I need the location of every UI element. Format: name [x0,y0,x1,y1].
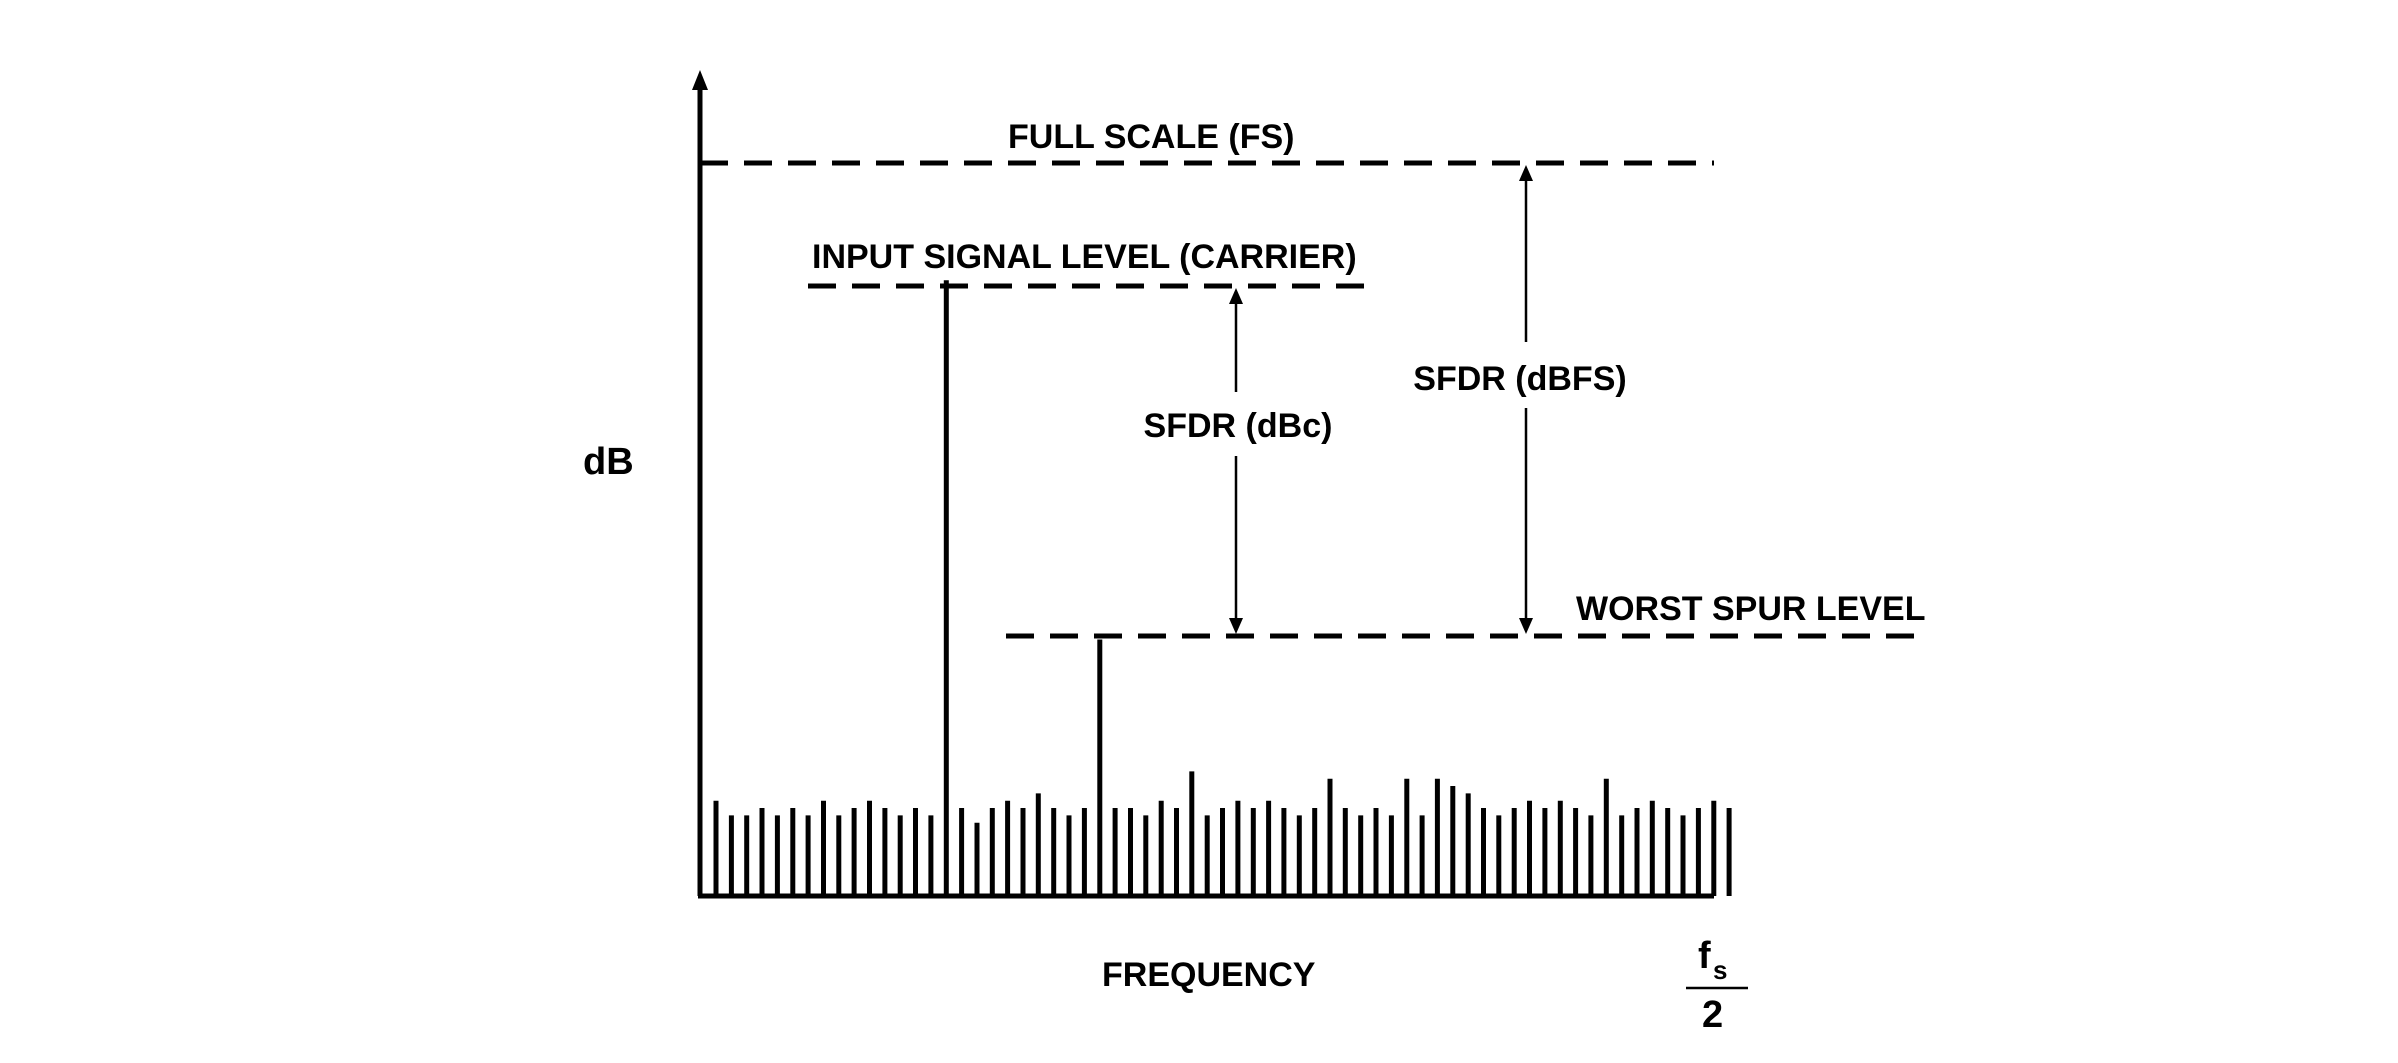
spectrum-lines [713,280,1732,896]
x-axis-label: FREQUENCY [1102,956,1316,994]
worst-spur-label: WORST SPUR LEVEL [1576,590,1925,628]
input-signal-label: INPUT SIGNAL LEVEL (CARRIER) [812,238,1357,276]
sfdr-dbfs-arrow [1519,165,1533,634]
sfdr-dbc-arrowhead-down [1229,618,1243,634]
sfdr-dbfs-label: SFDR (dBFS) [1413,360,1626,398]
full-scale-label: FULL SCALE (FS) [1008,118,1294,156]
nyquist-numerator: f [1698,935,1711,977]
nyquist-denominator: 2 [1702,994,1723,1036]
sfdr-dbfs-arrowhead-up [1519,165,1533,181]
y-axis-arrowhead [692,70,708,90]
y-axis-label: dB [583,441,634,483]
nyquist-subscript: s [1713,955,1727,985]
sfdr-dbc-arrow [1229,288,1243,634]
nyquist-fraction: f s 2 [1686,935,1748,1036]
sfdr-dbc-label: SFDR (dBc) [1144,407,1333,445]
axes [692,70,1714,899]
sfdr-dbc-arrowhead-up [1229,288,1243,304]
sfdr-dbfs-arrowhead-down [1519,618,1533,634]
